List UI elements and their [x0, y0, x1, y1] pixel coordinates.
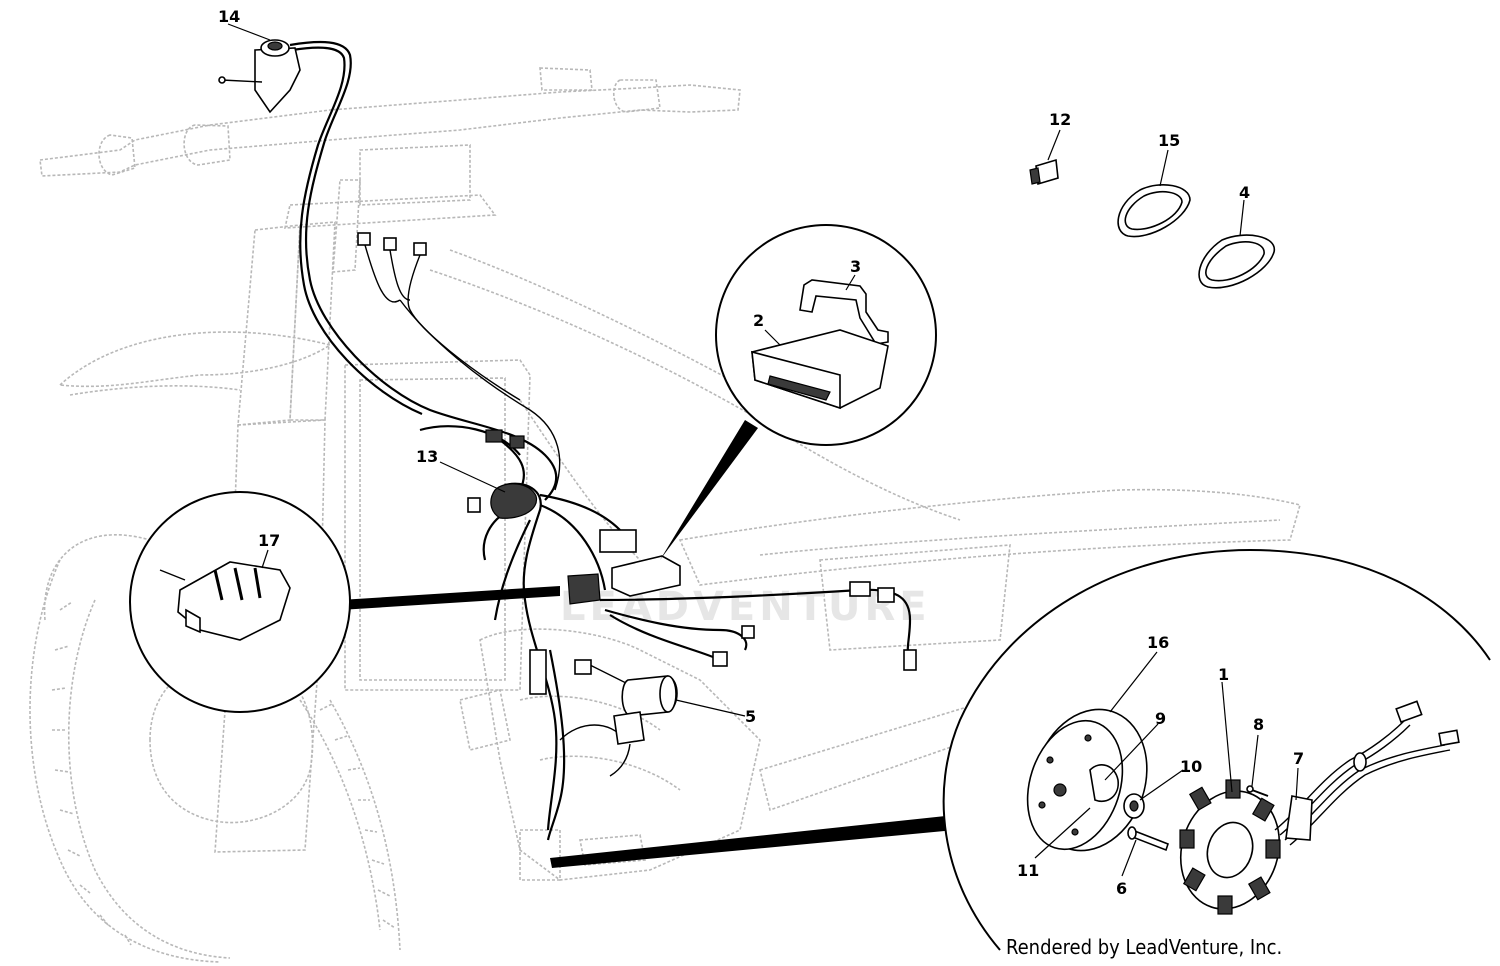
callout-15: 15	[1158, 131, 1180, 150]
connector-k	[574, 659, 592, 675]
callout-9: 9	[1155, 709, 1166, 728]
detail-bubble-cdi	[660, 224, 937, 560]
detail-bubble-regulator	[129, 491, 560, 713]
connector-g	[849, 581, 871, 597]
harness-grommet	[490, 483, 538, 519]
callout-13: 13	[416, 447, 438, 466]
connector-d	[485, 429, 503, 443]
cdi-unit-in-frame	[611, 555, 681, 597]
connector-c	[413, 242, 427, 256]
kill-switch-part	[218, 39, 301, 114]
end-connector	[903, 649, 917, 671]
callout-7: 7	[1293, 749, 1304, 768]
screw-part	[1251, 789, 1269, 797]
capacitor-part	[609, 675, 678, 777]
callout-5: 5	[745, 707, 756, 726]
connector-block	[599, 529, 637, 553]
callout-16: 16	[1147, 633, 1169, 652]
connector-f	[467, 497, 481, 513]
connector-i	[712, 651, 728, 667]
callout-10: 10	[1180, 757, 1202, 776]
regulator-in-frame	[567, 573, 601, 605]
connector-h	[877, 587, 895, 603]
callout-8: 8	[1253, 715, 1264, 734]
part-4-band	[1198, 234, 1275, 289]
detail-bubble-stator	[550, 548, 1491, 951]
callout-labels: 14 12 15 4 3 2 13 17 5 16 1 9 10 8 7 11 …	[218, 7, 1304, 898]
callout-6: 6	[1116, 879, 1127, 898]
stator-part	[1179, 779, 1281, 915]
credit-text: Rendered by LeadVenture, Inc.	[1006, 935, 1282, 959]
callout-14: 14	[218, 7, 240, 26]
callout-12: 12	[1049, 110, 1071, 129]
flywheel-rotor	[1026, 708, 1148, 852]
callout-2: 2	[753, 311, 764, 330]
stator-wires	[1274, 700, 1460, 846]
connector-a	[357, 232, 371, 246]
main-wiring-harness	[289, 40, 912, 841]
connector-e	[509, 435, 525, 449]
callout-4: 4	[1239, 183, 1250, 202]
callout-11: 11	[1017, 861, 1039, 880]
connector-b	[383, 237, 397, 251]
part-12-clip	[1029, 158, 1059, 186]
leader-lines	[227, 23, 1299, 877]
callout-3: 3	[850, 257, 861, 276]
callout-17: 17	[258, 531, 280, 550]
callout-1: 1	[1218, 665, 1229, 684]
connector-j	[741, 625, 755, 639]
sensor-plug	[529, 649, 547, 695]
connectors	[357, 232, 917, 695]
part-15-band	[1117, 184, 1191, 238]
